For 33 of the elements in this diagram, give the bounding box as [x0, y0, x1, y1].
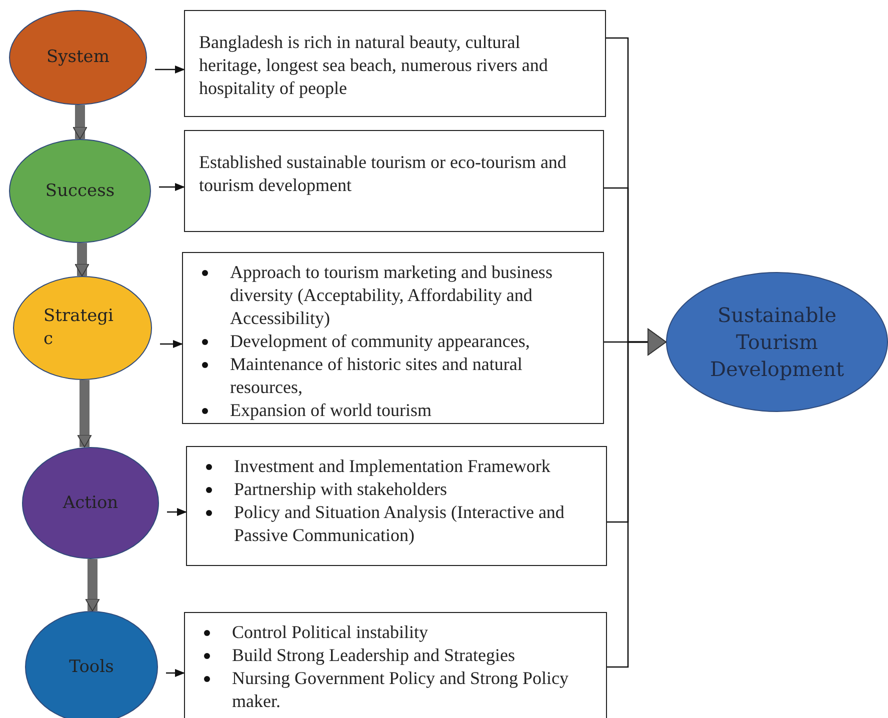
box-text: Established sustainable tourism or eco-tourism and tourism development	[199, 151, 567, 197]
ellipse-label: Success	[45, 180, 115, 202]
bullet-item: Expansion of world tourism	[199, 399, 579, 422]
text-box	[184, 130, 604, 232]
bullet-list-box	[186, 446, 607, 566]
block-arrow	[85, 559, 100, 612]
block-arrow	[77, 380, 92, 448]
bullet-item: Build Strong Leadership and Strategies	[201, 644, 582, 667]
ellipse-label: Sustainable Tourism Development	[709, 302, 845, 382]
bullet-item: Nursing Government Policy and Strong Policy maker.	[201, 667, 582, 713]
arrow	[155, 66, 185, 74]
ellipse-label: Tools	[69, 656, 114, 678]
bullet-item: Partnership with stakeholders	[203, 478, 582, 501]
block-arrow	[74, 243, 90, 276]
arrow	[166, 669, 185, 677]
arrow	[167, 508, 187, 516]
bullet-list-box	[182, 252, 604, 424]
arrow	[160, 340, 183, 348]
bullet-item: Investment and Implementation Framework	[203, 455, 582, 478]
block-arrow	[72, 105, 88, 140]
bullet-list-box	[184, 612, 607, 718]
ellipse-label: Strategi c	[44, 305, 114, 351]
bullet-item: Approach to tourism marketing and business diversity (Acceptability, Affordability and Accessibility)	[199, 261, 579, 330]
bullet-item: Policy and Situation Analysis (Interactive and Passive Communication)	[203, 501, 582, 547]
bracket-connector	[607, 328, 666, 668]
text-box	[184, 10, 606, 117]
ellipse-label: Action	[62, 492, 118, 514]
bullet-item: Maintenance of historic sites and natural resources,	[199, 353, 579, 399]
ellipse-label: System	[46, 46, 110, 69]
bullet-item: Control Political instability	[201, 621, 582, 644]
box-text: Bangladesh is rich in natural beauty, cultural heritage, longest sea beach, numerous rivers and hospitality of people	[199, 31, 549, 100]
bullet-item: Development of community appearances,	[199, 330, 579, 353]
arrow	[159, 183, 185, 191]
